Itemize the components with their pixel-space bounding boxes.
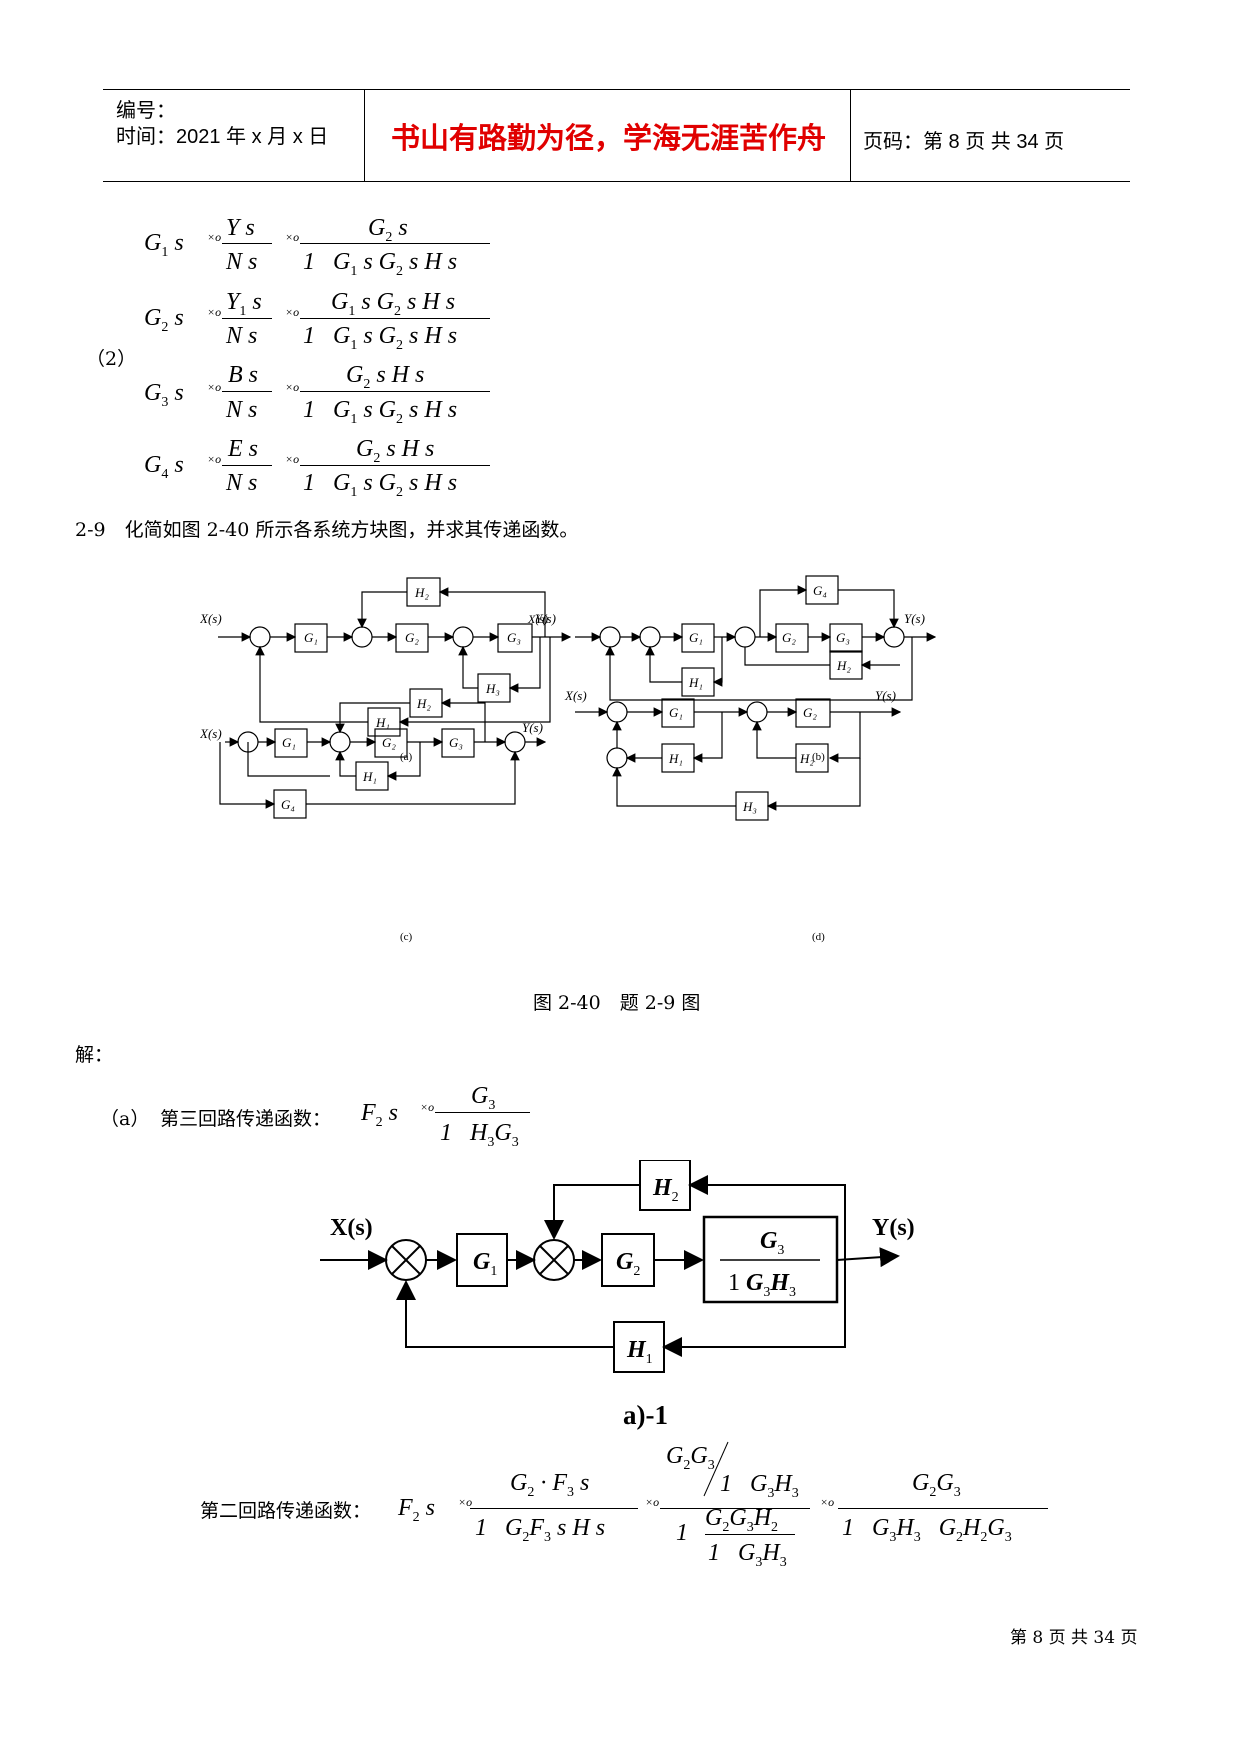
svg-text:H2: H2 <box>652 1175 679 1205</box>
svg-text:G₁: G₁ <box>304 630 318 645</box>
svg-text:G₂: G₂ <box>405 630 419 645</box>
svg-text:X(s): X(s) <box>527 612 548 626</box>
problem-text: 2-9 化简如图 2-40 所示各系统方块图，并求其传递函数。 <box>75 519 579 541</box>
svg-text:G₁: G₁ <box>669 705 683 720</box>
svg-text:G₂: G₂ <box>382 735 396 750</box>
svg-text:H₂: H₂ <box>836 658 851 673</box>
time-label: 时间：2021 年 x 月 x 日 <box>116 126 329 148</box>
figure-caption: 图 2-40 题 2-9 图 <box>533 992 701 1014</box>
diagram-c <box>219 688 547 819</box>
svg-text:G₂: G₂ <box>782 630 796 645</box>
diagram-d <box>575 698 902 821</box>
svg-text:X(s): X(s) <box>200 611 222 626</box>
svg-text:H₂: H₂ <box>416 696 431 711</box>
svg-text:G₂: G₂ <box>803 705 817 720</box>
diagram-a1-caption: a)-1 <box>623 1400 668 1430</box>
svg-text:H₂: H₂ <box>414 585 429 600</box>
svg-text:1 G3H3: 1 G3H3 <box>728 1270 796 1300</box>
page-label: 页码：第 8 页 共 34 页 <box>863 131 1065 153</box>
header-bottom-rule <box>103 181 1130 182</box>
diagram-a1: G1 G2 H2 H1 G3 1 G3H3 X(s) Y(s) <box>320 1160 915 1373</box>
svg-text:Y(s): Y(s) <box>522 720 543 735</box>
svg-text:G1: G1 <box>473 1249 497 1279</box>
svg-text:H₁: H₁ <box>362 769 377 784</box>
svg-text:H₂: H₂ <box>799 751 814 766</box>
svg-text:G2: G2 <box>616 1249 640 1279</box>
second-loop-text: 第二回路传递函数： <box>200 1500 372 1522</box>
svg-text:G₃: G₃ <box>836 630 850 645</box>
a1-input-label: X(s) <box>330 1215 373 1241</box>
svg-text:G₃: G₃ <box>449 735 463 750</box>
serial-label: 编号： <box>116 100 176 122</box>
svg-text:G₄: G₄ <box>281 797 295 812</box>
header-top-rule <box>103 89 1130 90</box>
svg-text:H₁: H₁ <box>375 715 390 730</box>
solution-label: 解： <box>75 1044 114 1066</box>
header-divider-left <box>364 89 365 181</box>
a1-output-label: Y(s) <box>872 1215 915 1241</box>
motto: 书山有路勤为径，学海无涯苦作舟 <box>391 121 827 155</box>
svg-text:H₃: H₃ <box>742 799 757 814</box>
svg-text:Y(s): Y(s) <box>875 688 896 703</box>
solution-a-text: 第三回路传递函数： <box>160 1108 332 1130</box>
diagram-a <box>218 577 572 737</box>
figure-sub-d: (d) <box>812 931 825 943</box>
svg-text:G₄: G₄ <box>813 583 827 598</box>
solution-a-label: （a） <box>100 1108 150 1130</box>
figure-sub-b: (b) <box>812 751 825 763</box>
svg-text:H₁: H₁ <box>668 751 683 766</box>
svg-text:G₃: G₃ <box>507 630 521 645</box>
svg-text:Y(s): Y(s) <box>535 611 556 626</box>
diagram-b <box>575 575 937 701</box>
svg-text:G₁: G₁ <box>689 630 703 645</box>
svg-text:H₃: H₃ <box>485 681 500 696</box>
svg-text:Y(s): Y(s) <box>904 611 925 626</box>
svg-text:G₁: G₁ <box>282 735 296 750</box>
svg-text:X(s): X(s) <box>564 688 587 703</box>
svg-text:X(s): X(s) <box>200 726 222 741</box>
svg-text:H₁: H₁ <box>688 675 703 690</box>
svg-text:H1: H1 <box>626 1337 653 1367</box>
footer-page: 第 8 页 共 34 页 <box>1010 1628 1138 1648</box>
part2-label: （2） <box>86 348 137 370</box>
figure-sub-c: (c) <box>400 931 413 943</box>
header-divider-right <box>850 89 851 181</box>
figure-sub-a: (a) <box>400 751 413 763</box>
svg-text:G3: G3 <box>760 1228 784 1258</box>
